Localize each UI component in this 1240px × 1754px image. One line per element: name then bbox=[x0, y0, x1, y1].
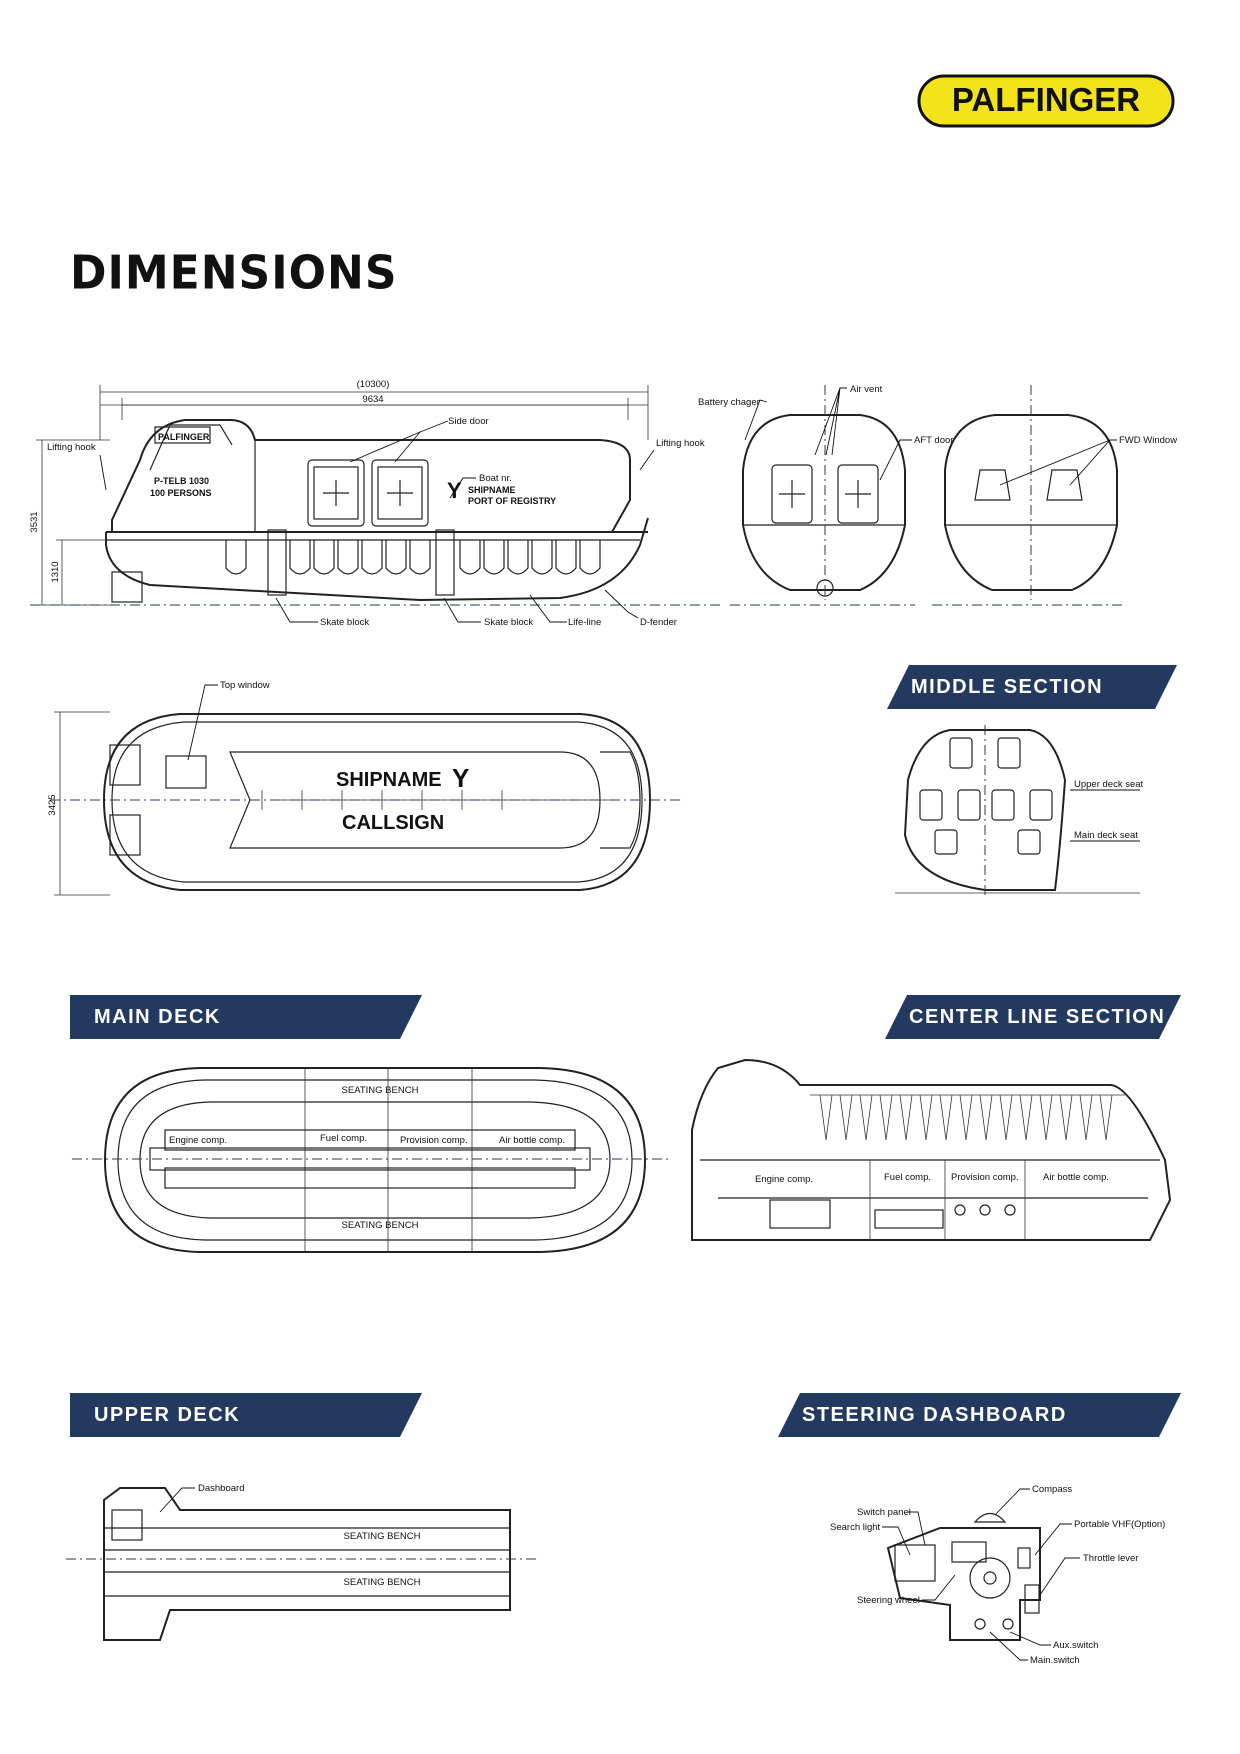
banner-steering-dashboard: STEERING DASHBOARD bbox=[778, 1393, 1181, 1437]
upper-deck-seat-label: Upper deck seat bbox=[1074, 779, 1144, 790]
center-line-section-title: CENTER LINE SECTION bbox=[909, 1005, 1166, 1028]
hull-persons-text: 100 PERSONS bbox=[150, 488, 212, 498]
cl-fuel-comp: Fuel comp. bbox=[884, 1172, 931, 1183]
deck-shipname: SHIPNAME bbox=[336, 769, 442, 791]
hull-length-dim: 9634 bbox=[362, 394, 383, 405]
lifting-hook-right-label: Lifting hook bbox=[656, 438, 705, 449]
banner-upper-deck: UPPER DECK bbox=[70, 1393, 422, 1437]
overall-length-dim: (10300) bbox=[357, 379, 390, 390]
upper-deck-bench-top: SEATING BENCH bbox=[344, 1531, 421, 1542]
main-deck-bench-top: SEATING BENCH bbox=[342, 1085, 419, 1096]
main-deck-seat-label: Main deck seat bbox=[1074, 830, 1138, 841]
port-of-registry-text: PORT OF REGISTRY bbox=[468, 496, 556, 506]
banner-center-line-section: CENTER LINE SECTION bbox=[885, 995, 1181, 1039]
main-deck-air-bottle-comp: Air bottle comp. bbox=[499, 1135, 565, 1146]
cl-provision-comp: Provision comp. bbox=[951, 1172, 1019, 1183]
lifting-hook-left-label: Lifting hook bbox=[47, 442, 96, 453]
fwd-window-label: FWD Window bbox=[1119, 435, 1177, 446]
banner-middle-section: MIDDLE SECTION bbox=[887, 665, 1177, 709]
compass-label: Compass bbox=[1032, 1484, 1072, 1495]
main-deck-title: MAIN DECK bbox=[94, 1005, 221, 1028]
dashboard-label: Dashboard bbox=[198, 1483, 244, 1494]
main-deck-bench-bottom: SEATING BENCH bbox=[342, 1220, 419, 1231]
deck-y-mark: Y bbox=[452, 763, 469, 793]
cl-engine-comp: Engine comp. bbox=[755, 1174, 813, 1185]
palfinger-logo: PALFINGER bbox=[917, 74, 1175, 128]
main-deck-provision-comp: Provision comp. bbox=[400, 1135, 468, 1146]
air-vent-label: Air vent bbox=[850, 384, 883, 395]
aft-door-label: AFT door bbox=[914, 435, 953, 446]
main-switch-label: Main.switch bbox=[1030, 1655, 1080, 1666]
hull-model-text: P-TELB 1030 bbox=[154, 476, 209, 486]
main-deck-fuel-comp: Fuel comp. bbox=[320, 1133, 367, 1144]
hull-badge: PALFINGER bbox=[158, 432, 210, 442]
upper-deck-bench-bottom: SEATING BENCH bbox=[344, 1577, 421, 1588]
upper-deck-title: UPPER DECK bbox=[94, 1403, 241, 1426]
top-window-label: Top window bbox=[220, 680, 270, 691]
logo-text: PALFINGER bbox=[952, 81, 1140, 118]
shipname-text: SHIPNAME bbox=[468, 485, 516, 495]
deck-callsign: CALLSIGN bbox=[342, 812, 444, 834]
steering-dashboard-title: STEERING DASHBOARD bbox=[802, 1403, 1067, 1426]
registry-y-mark: Y bbox=[447, 478, 462, 503]
banner-main-deck: MAIN DECK bbox=[70, 995, 422, 1039]
middle-section-title: MIDDLE SECTION bbox=[911, 675, 1104, 698]
search-light-label: Search light bbox=[830, 1522, 881, 1533]
aux-switch-label: Aux.switch bbox=[1053, 1640, 1098, 1651]
battery-charger-label: Battery chager bbox=[698, 397, 760, 408]
portable-vhf-label: Portable VHF(Option) bbox=[1074, 1519, 1165, 1530]
cl-air-bottle-comp: Air bottle comp. bbox=[1043, 1172, 1109, 1183]
side-door-label: Side door bbox=[448, 416, 489, 427]
throttle-lever-label: Throttle lever bbox=[1083, 1553, 1138, 1564]
skate-block-label-2: Skate block bbox=[484, 617, 533, 628]
height-dim: 3531 bbox=[29, 511, 40, 532]
life-line-label: Life-line bbox=[568, 617, 601, 628]
d-fender-label: D-fender bbox=[640, 617, 677, 628]
skate-block-label-1: Skate block bbox=[320, 617, 369, 628]
width-dim: 3425 bbox=[47, 794, 58, 815]
page-title: DIMENSIONS bbox=[70, 246, 398, 301]
boat-nr-label: Boat nr. bbox=[479, 473, 512, 484]
switch-panel-label: Switch panel bbox=[857, 1507, 911, 1518]
main-deck-engine-comp: Engine comp. bbox=[169, 1135, 227, 1146]
steering-wheel-label: Steering wheel bbox=[857, 1595, 920, 1606]
height-lower-dim: 1310 bbox=[50, 561, 61, 582]
